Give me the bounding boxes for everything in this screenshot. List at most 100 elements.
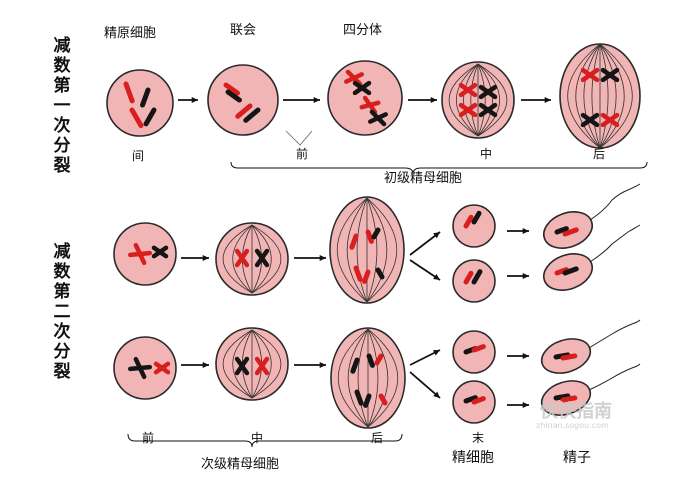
chromosome	[235, 103, 253, 119]
spindle-fiber	[346, 197, 368, 303]
chromosome	[234, 248, 250, 268]
chromosome	[153, 361, 171, 375]
chromosome	[140, 87, 151, 108]
spindle-fiber	[575, 43, 601, 149]
chromosome	[349, 233, 359, 250]
arrow	[409, 371, 441, 399]
chromosome	[143, 107, 157, 127]
sperm-tail	[589, 183, 641, 221]
watermark-brand: 快快指南	[540, 401, 612, 422]
label-meiosis1-metaphase: 中	[480, 147, 493, 161]
spindle-fiber	[366, 197, 388, 303]
spindle-fiber	[599, 43, 625, 149]
spindle-fiber	[367, 328, 379, 428]
chromosome	[225, 89, 242, 103]
chromosome	[123, 81, 135, 104]
spindle-fiber	[583, 43, 601, 149]
spindle-fiber	[477, 63, 508, 137]
label-secondary-spermatocyte: 次级精母细胞	[201, 457, 280, 472]
spindle-fiber	[448, 63, 479, 137]
chromosome	[374, 353, 384, 366]
chromosome	[600, 112, 620, 128]
label-primary-spermatocyte: 初级精母细胞	[384, 171, 463, 186]
spindle-fiber	[357, 328, 369, 428]
label-spermatid: 精细胞	[452, 450, 494, 466]
chromosome	[471, 210, 482, 225]
chromosome	[554, 226, 569, 235]
chromosome	[254, 248, 270, 268]
label-meiosis1-anaphase: 后	[593, 147, 606, 161]
chromosome	[350, 357, 360, 374]
chromosome	[463, 214, 474, 229]
cell-synapsis	[207, 64, 279, 136]
chromosome	[463, 395, 478, 404]
spindle-fiber	[356, 197, 368, 303]
chromosome	[365, 229, 374, 244]
chromosome	[352, 80, 372, 96]
sperm-tail	[588, 363, 641, 391]
spindle-fiber	[336, 197, 368, 303]
chromosome	[362, 269, 371, 284]
spindle-fiber	[477, 63, 501, 137]
chromosome	[129, 107, 144, 129]
arrow-head	[319, 254, 326, 262]
spindle-fiber	[251, 224, 282, 294]
chromosome	[458, 102, 478, 118]
chromosome	[580, 112, 600, 128]
chromosome	[478, 102, 498, 118]
label-synapsis: 联会	[230, 23, 257, 38]
arrow-head	[202, 361, 209, 369]
spindle-fiber	[599, 43, 617, 149]
spindle-fiber	[599, 43, 633, 149]
meiosis-2-side-label: 减数第二次分裂	[53, 242, 71, 382]
chromosome	[366, 353, 375, 368]
arrow-head	[202, 254, 209, 262]
chromosome	[478, 84, 498, 100]
label-meiosis2-metaphase: 中	[251, 431, 264, 445]
sperm-tail	[588, 319, 641, 349]
chromosome	[562, 266, 579, 276]
meiosis-1-side-label: 减数第一次分裂	[53, 36, 71, 176]
chromosome	[554, 267, 569, 276]
chromosome	[580, 67, 600, 83]
label-spermatogonium: 精原细胞	[104, 26, 157, 41]
spindle-fiber	[366, 197, 378, 303]
label-meiosis1-prophase: 前	[296, 147, 309, 161]
chromosome	[223, 82, 240, 96]
chromosome	[553, 393, 571, 401]
chromosome	[458, 82, 478, 98]
label-tetrad: 四分体	[343, 23, 383, 38]
chromosome	[560, 395, 578, 403]
arrow-head	[522, 352, 529, 360]
spindle-fiber	[222, 329, 253, 399]
chromosome	[128, 356, 152, 380]
label-sperm: 精子	[563, 450, 591, 466]
chromosome	[471, 396, 486, 405]
chromosome	[354, 389, 364, 406]
primary-spermatocyte-brace	[230, 161, 648, 175]
chromosome	[234, 356, 250, 376]
chromosome	[600, 67, 620, 83]
label-meiosis2-telophase: 末	[472, 431, 485, 445]
spindle-fiber	[347, 328, 369, 428]
chromosome	[371, 227, 381, 240]
arrow-head	[319, 361, 326, 369]
chromosome	[368, 109, 388, 127]
spindle-fiber	[567, 43, 601, 149]
spindle-fiber	[367, 328, 389, 428]
arrow-head	[433, 232, 440, 239]
arrow-head	[430, 96, 437, 104]
spindle-fiber	[251, 329, 282, 399]
watermark-url: zhinan.sogou.com	[536, 421, 609, 430]
chromosome	[375, 267, 385, 280]
label-meiosis2-anaphase: 后	[371, 431, 384, 445]
chromosome	[128, 242, 152, 266]
chromosome	[359, 95, 381, 115]
chromosome	[378, 393, 388, 406]
arrow-head	[433, 391, 440, 398]
chromosome	[254, 356, 270, 376]
chromosome	[562, 227, 579, 237]
spindle-fiber	[591, 43, 601, 149]
label-meiosis2-prophase: 前	[142, 431, 155, 445]
